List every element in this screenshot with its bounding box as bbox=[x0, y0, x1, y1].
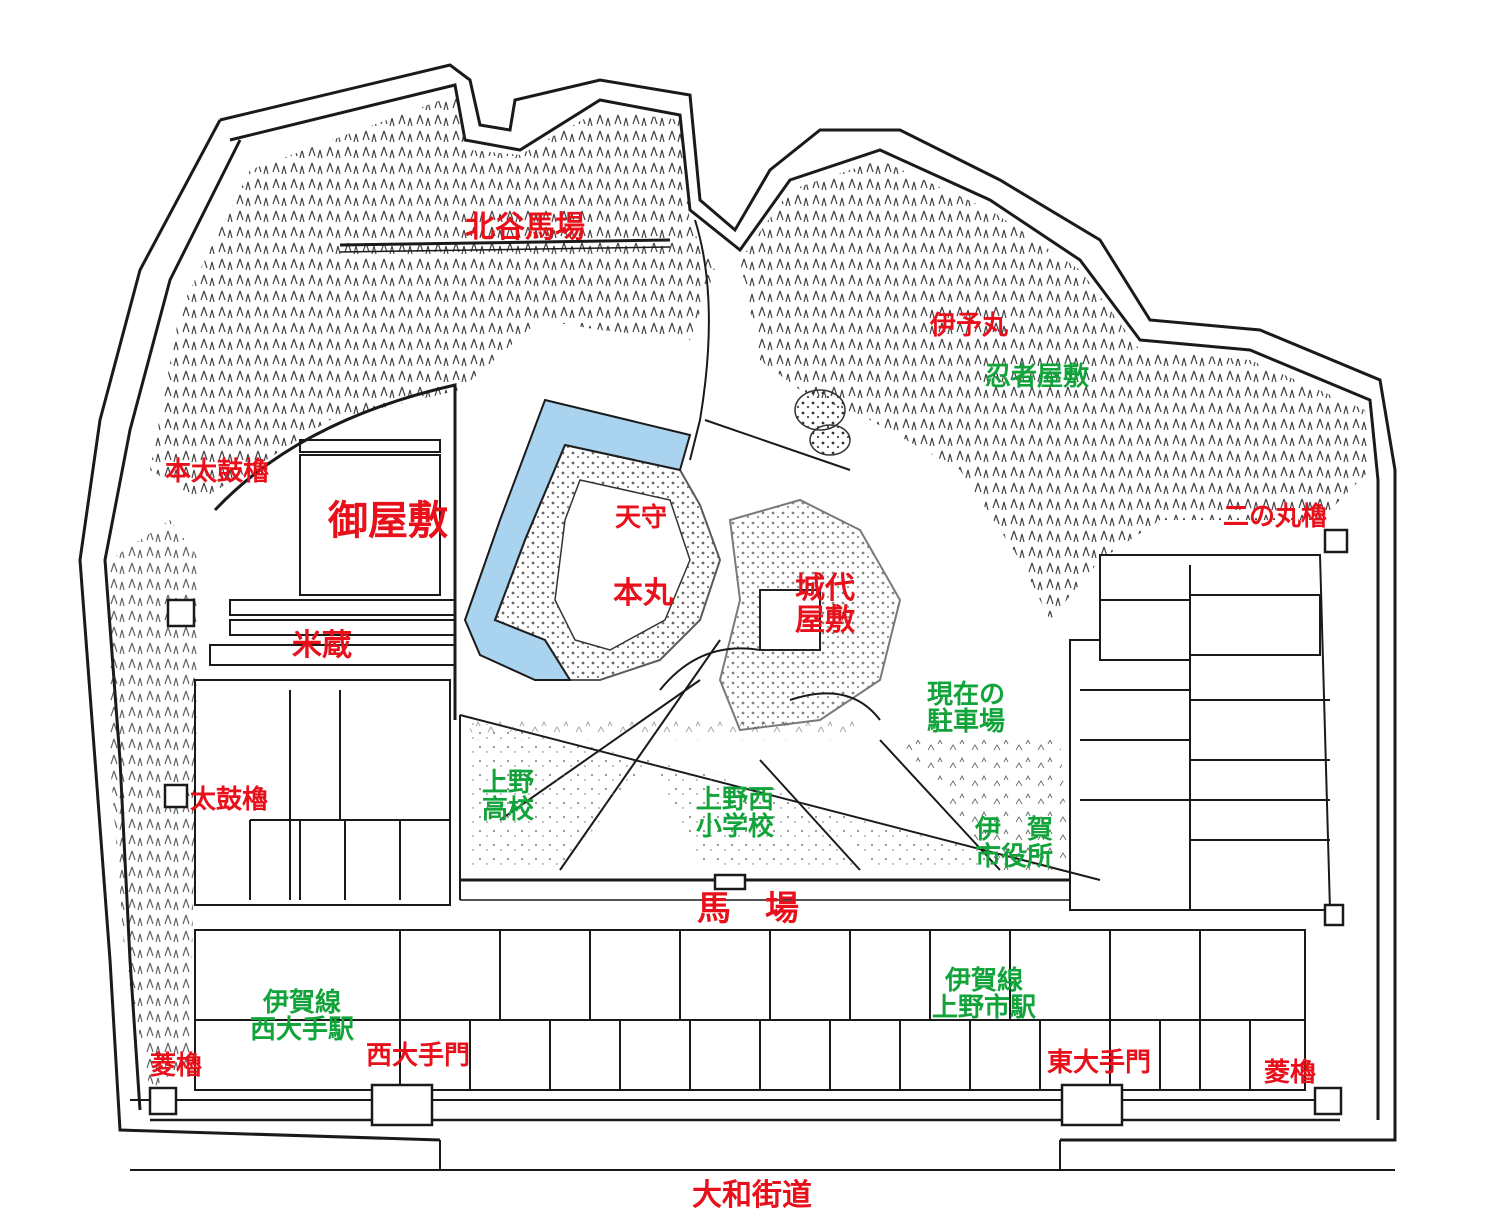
label-hishi-yagura-west: 菱櫓 bbox=[150, 1051, 203, 1081]
label-higashi-ote-mon: 東大手門 bbox=[1047, 1048, 1152, 1078]
go-yashiki-compound bbox=[209, 439, 456, 666]
label-iga-city-hall-line2: 市役所 bbox=[975, 842, 1054, 873]
label-tenshu: 天守 bbox=[615, 503, 668, 533]
label-iga-line-nishi-ote-station: 伊賀線 西大手駅 bbox=[250, 988, 355, 1046]
label-komegura: 米蔵 bbox=[292, 628, 352, 663]
label-baba: 馬 場 bbox=[697, 889, 799, 929]
jodai-yashiki-building bbox=[759, 589, 821, 651]
open-fields bbox=[470, 720, 1070, 870]
label-parking-line1: 現在の bbox=[927, 680, 1006, 710]
label-nishi-ote-mon: 西大手門 bbox=[366, 1041, 471, 1071]
label-parking: 現在の 駐車場 bbox=[927, 680, 1006, 738]
outer-wall bbox=[78, 63, 1397, 1171]
forest-area bbox=[110, 95, 1370, 1090]
label-jodai-yashiki-line2: 屋敷 bbox=[795, 602, 855, 638]
gates bbox=[148, 528, 1349, 1127]
label-iga-line-ueno-shi-station-line2: 上野市駅 bbox=[932, 993, 1037, 1024]
label-go-yashiki: 御屋敷 bbox=[328, 498, 448, 544]
label-ueno-nishi-elementary-line1: 上野西 bbox=[696, 785, 775, 815]
label-ueno-high-school: 上野 高校 bbox=[482, 768, 535, 826]
label-ueno-high-school-line2: 高校 bbox=[482, 795, 535, 826]
label-iga-city-hall-line1: 伊 賀 bbox=[975, 815, 1054, 845]
label-iyo-maru: 伊予丸 bbox=[930, 311, 1009, 341]
label-yamato-kaido: 大和街道 bbox=[692, 1178, 812, 1213]
inner-wall bbox=[213, 383, 457, 720]
west-blocks bbox=[194, 679, 451, 906]
label-iga-city-hall: 伊 賀 市役所 bbox=[975, 815, 1054, 873]
label-hishi-yagura-east: 菱櫓 bbox=[1264, 1058, 1317, 1088]
label-taiko-yagura: 太鼓櫓 bbox=[190, 785, 269, 815]
label-north-valley-riding-ground: 北谷馬場 bbox=[465, 210, 585, 245]
label-iga-line-ueno-shi-station: 伊賀線 上野市駅 bbox=[932, 966, 1037, 1024]
honmaru-court bbox=[554, 479, 691, 651]
label-ninja-yashiki: 忍者屋敷 bbox=[985, 362, 1090, 392]
label-honmaru: 本丸 bbox=[613, 576, 673, 611]
label-iga-line-nishi-ote-station-line1: 伊賀線 bbox=[263, 988, 342, 1018]
label-parking-line2: 駐車場 bbox=[927, 707, 1006, 738]
label-iga-line-ueno-shi-station-line1: 伊賀線 bbox=[945, 966, 1024, 996]
label-ueno-nishi-elementary: 上野西 小学校 bbox=[696, 785, 775, 843]
north-riding-ground bbox=[339, 238, 671, 253]
label-jodai-yashiki: 城代 屋敷 bbox=[795, 573, 855, 636]
inner-south-wall bbox=[459, 715, 1070, 901]
ninja-yashiki-area bbox=[794, 389, 851, 456]
label-jodai-yashiki-line1: 城代 bbox=[795, 571, 855, 606]
east-blocks bbox=[1069, 554, 1332, 911]
label-ni-no-maru-yagura: 二の丸櫓 bbox=[1223, 502, 1328, 532]
label-ueno-nishi-elementary-line2: 小学校 bbox=[696, 812, 775, 843]
label-ueno-high-school-line1: 上野 bbox=[482, 768, 535, 798]
label-iga-line-nishi-ote-station-line2: 西大手駅 bbox=[250, 1015, 355, 1046]
label-hon-taiko-yagura: 本太鼓櫓 bbox=[165, 457, 270, 487]
south-blocks bbox=[194, 929, 1306, 1091]
